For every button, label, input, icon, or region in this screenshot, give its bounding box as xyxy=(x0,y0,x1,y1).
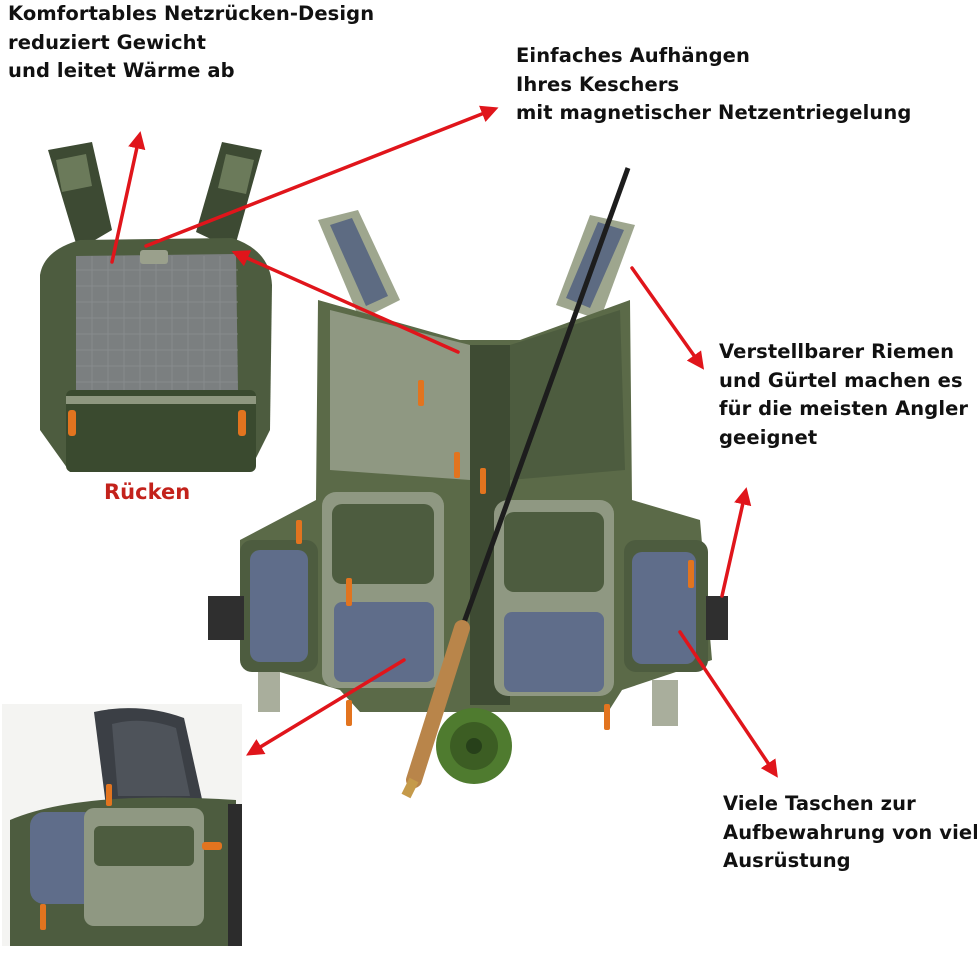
caption-line: reduziert Gewicht xyxy=(8,30,207,54)
arrow-strap-up xyxy=(720,487,752,598)
pocket-mesh xyxy=(334,602,434,682)
caption-net-hanging: Einfaches Aufhängen Ihres Keschers mit m… xyxy=(516,42,911,128)
caption-line: Viele Taschen zur xyxy=(723,792,916,815)
pocket-flap xyxy=(94,826,194,866)
caption-line: Verstellbarer Riemen xyxy=(719,340,955,363)
caption-line: für die meisten Angler xyxy=(719,397,969,420)
camo-patch xyxy=(218,154,254,194)
side-mesh-right xyxy=(632,552,696,664)
rod-butt xyxy=(401,777,419,799)
pocket-flap xyxy=(504,512,604,592)
back-mesh xyxy=(76,254,238,394)
caption-line: Einfaches Aufhängen xyxy=(516,44,750,67)
pocket-lining xyxy=(112,720,190,796)
pocket-mesh xyxy=(504,612,604,692)
reel-center xyxy=(466,738,482,754)
mesh-texture xyxy=(76,256,238,392)
shoulder-mesh xyxy=(330,218,388,306)
chest-panel-right xyxy=(510,310,625,480)
back-bottom-pocket xyxy=(66,390,256,472)
caption-line: mit magnetischer Netzentriegelung xyxy=(516,101,912,124)
caption-straps: Verstellbarer Riemen und Gürtel machen e… xyxy=(719,338,968,452)
zipper-pull xyxy=(238,410,246,436)
caption-line: Ausrüstung xyxy=(723,849,851,872)
camo-patch xyxy=(56,154,92,192)
chest-panel-left xyxy=(330,310,470,480)
zipper-pulls xyxy=(40,784,222,930)
arrow-to-net-caption xyxy=(144,105,499,248)
arrow-to-inset xyxy=(246,658,406,756)
caption-line: Komfortables Netzrücken-Design xyxy=(8,2,375,25)
caption-back-design: Komfortables Netzrücken-Design reduziert… xyxy=(8,0,374,86)
caption-line: und Gürtel machen es xyxy=(719,368,963,392)
strap-tab xyxy=(652,680,678,726)
arrow-up-back xyxy=(110,131,146,264)
caption-line: Aufbewahrung von viel xyxy=(723,820,977,844)
side-mesh-pocket xyxy=(30,812,98,904)
belt-buckle-left xyxy=(208,596,244,640)
pocket-trim xyxy=(66,396,256,404)
belt-buckle-right xyxy=(706,596,728,640)
back-view-label: Rücken xyxy=(104,480,191,504)
side-zipper xyxy=(228,804,242,946)
rod-cork-handle xyxy=(406,620,470,788)
caption-line: Ihres Keschers xyxy=(516,72,680,96)
arrow-to-strap-caption xyxy=(630,266,705,370)
strap-tab xyxy=(258,672,280,712)
caption-line: und leitet Wärme ab xyxy=(8,59,235,82)
side-mesh-left xyxy=(250,550,308,662)
arrow-to-pockets-caption xyxy=(678,630,778,778)
arrow-to-back-mesh xyxy=(231,250,460,354)
fishing-rod-blank xyxy=(459,167,631,629)
caption-line: geeignet xyxy=(719,425,818,449)
net-ring-hook xyxy=(140,250,168,264)
caption-pockets: Viele Taschen zur Aufbewahrung von viel … xyxy=(723,790,977,876)
zipper-pulls xyxy=(296,380,694,730)
pocket-flap xyxy=(332,504,434,584)
zipper-pull xyxy=(68,410,76,436)
